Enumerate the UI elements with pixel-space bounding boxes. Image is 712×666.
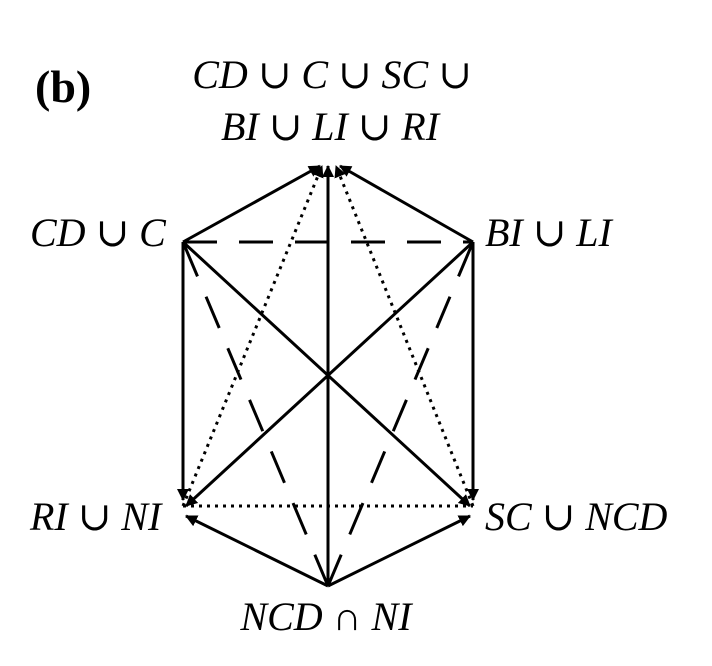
edge-dotted-left-lower-to-top bbox=[181, 165, 324, 507]
node-right-upper-label: BI ∪ LI bbox=[485, 210, 614, 255]
edge-dashed-bottom-to-right-upper bbox=[326, 241, 475, 587]
edge-left-upper-to-top bbox=[182, 164, 321, 244]
panel-label: (b) bbox=[35, 61, 91, 112]
node-top-label-line2: BI ∪ LI ∪ RI bbox=[221, 104, 441, 149]
edge-bottom-to-right-lower bbox=[327, 514, 471, 588]
node-top-label-line1: CD ∪ C ∪ SC ∪ bbox=[192, 52, 471, 97]
node-left-upper-label: CD ∪ C bbox=[30, 210, 167, 255]
edge-right-upper-to-top bbox=[339, 164, 474, 244]
node-right-lower-label: SC ∪ NCD bbox=[485, 494, 668, 539]
edge-dashed-bottom-to-left-upper bbox=[181, 241, 330, 587]
node-left-lower-label: RI ∪ NI bbox=[29, 494, 163, 539]
edge-dotted-right-lower-to-top bbox=[334, 165, 475, 507]
node-bottom-label: NCD ∩ NI bbox=[239, 594, 413, 639]
edge-bottom-to-left-lower bbox=[185, 514, 329, 588]
